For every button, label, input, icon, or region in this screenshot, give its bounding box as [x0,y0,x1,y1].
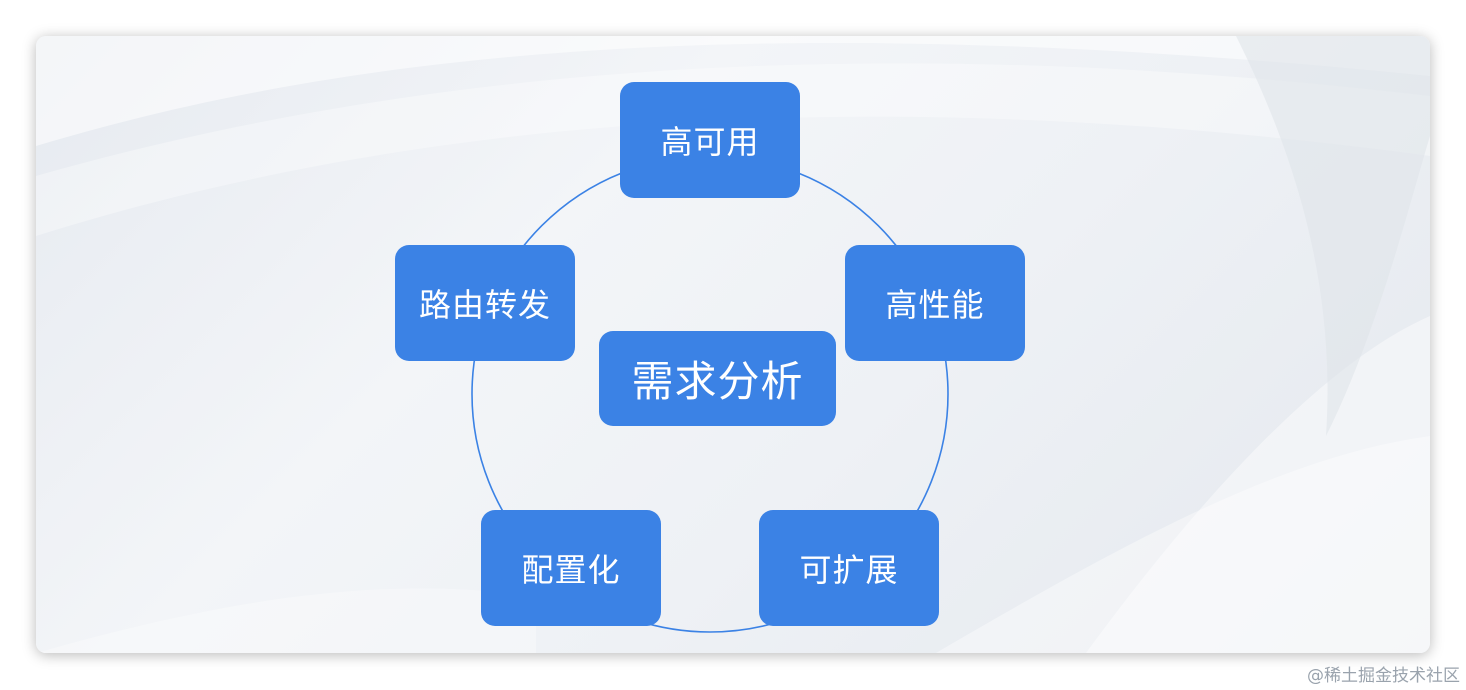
node-high-availability-label: 高可用 [660,123,760,161]
node-high-performance: 高性能 [845,245,1025,361]
node-routing: 路由转发 [395,245,575,361]
node-configurability-label: 配置化 [521,551,621,589]
center-label: 需求分析 [631,357,804,406]
node-routing-label: 路由转发 [418,286,551,324]
background-swoosh [36,36,1430,653]
node-high-availability: 高可用 [620,82,800,198]
node-configurability: 配置化 [481,510,661,626]
node-high-performance-label: 高性能 [885,286,985,324]
watermark-text: @稀土掘金技术社区 [1307,666,1460,686]
node-center-requirements-analysis: 需求分析 [599,331,836,426]
node-scalability: 可扩展 [759,510,939,626]
diagram-card: 高可用 高性能 可扩展 配置化 路由转发 需求分析 [36,36,1430,653]
node-scalability-label: 可扩展 [799,551,899,589]
